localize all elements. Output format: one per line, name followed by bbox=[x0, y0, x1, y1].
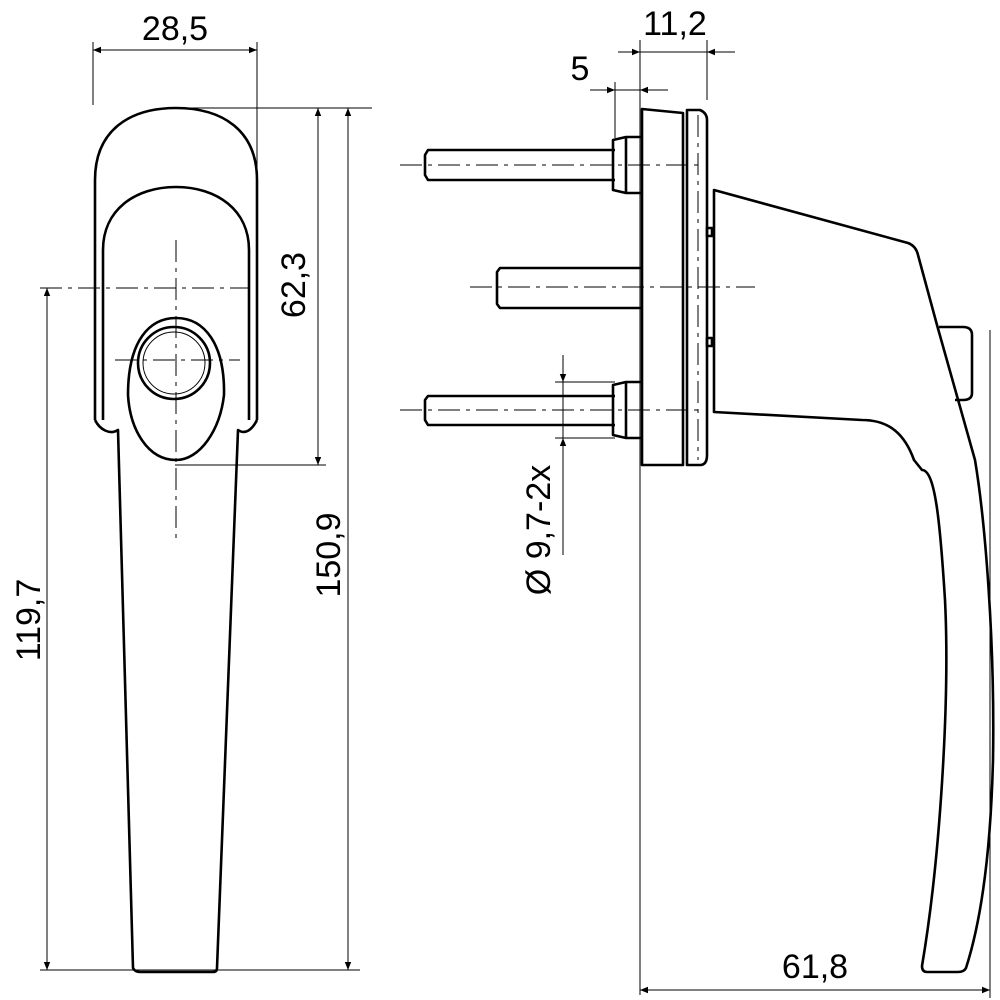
pin-collar-bottom bbox=[611, 380, 642, 440]
handle-button bbox=[939, 325, 974, 402]
front-view: 28,5 62,3 150,9 119,7 bbox=[10, 10, 372, 974]
dim-depth: 11,2 bbox=[643, 5, 707, 43]
lever-neck bbox=[126, 316, 226, 462]
rose-cover bbox=[685, 108, 709, 467]
dim-pin-offset: 5 bbox=[571, 50, 590, 88]
lock-cylinder bbox=[136, 325, 212, 401]
lock-cylinder-inner bbox=[142, 331, 206, 395]
dim-total-height: 150,9 bbox=[310, 512, 348, 597]
dim-width: 28,5 bbox=[142, 10, 208, 48]
dim-pin-diameter: Ø 9,7-2x bbox=[520, 465, 558, 595]
dim-rose-height: 62,3 bbox=[275, 252, 313, 318]
dim-projection: 61,8 bbox=[782, 948, 848, 986]
pin-bottom bbox=[423, 394, 615, 427]
pin-collar-top bbox=[611, 135, 642, 195]
side-view: 11,2 5 Ø 9,7-2x 61,8 bbox=[400, 5, 995, 998]
dim-lever-height: 119,7 bbox=[10, 579, 48, 662]
pin-top bbox=[423, 148, 615, 182]
rose-inner bbox=[101, 185, 251, 420]
rose-outline bbox=[93, 106, 259, 420]
pin-middle bbox=[495, 266, 642, 310]
rose-plate bbox=[640, 107, 685, 467]
handle-body bbox=[712, 188, 995, 974]
lever-body bbox=[93, 419, 259, 974]
